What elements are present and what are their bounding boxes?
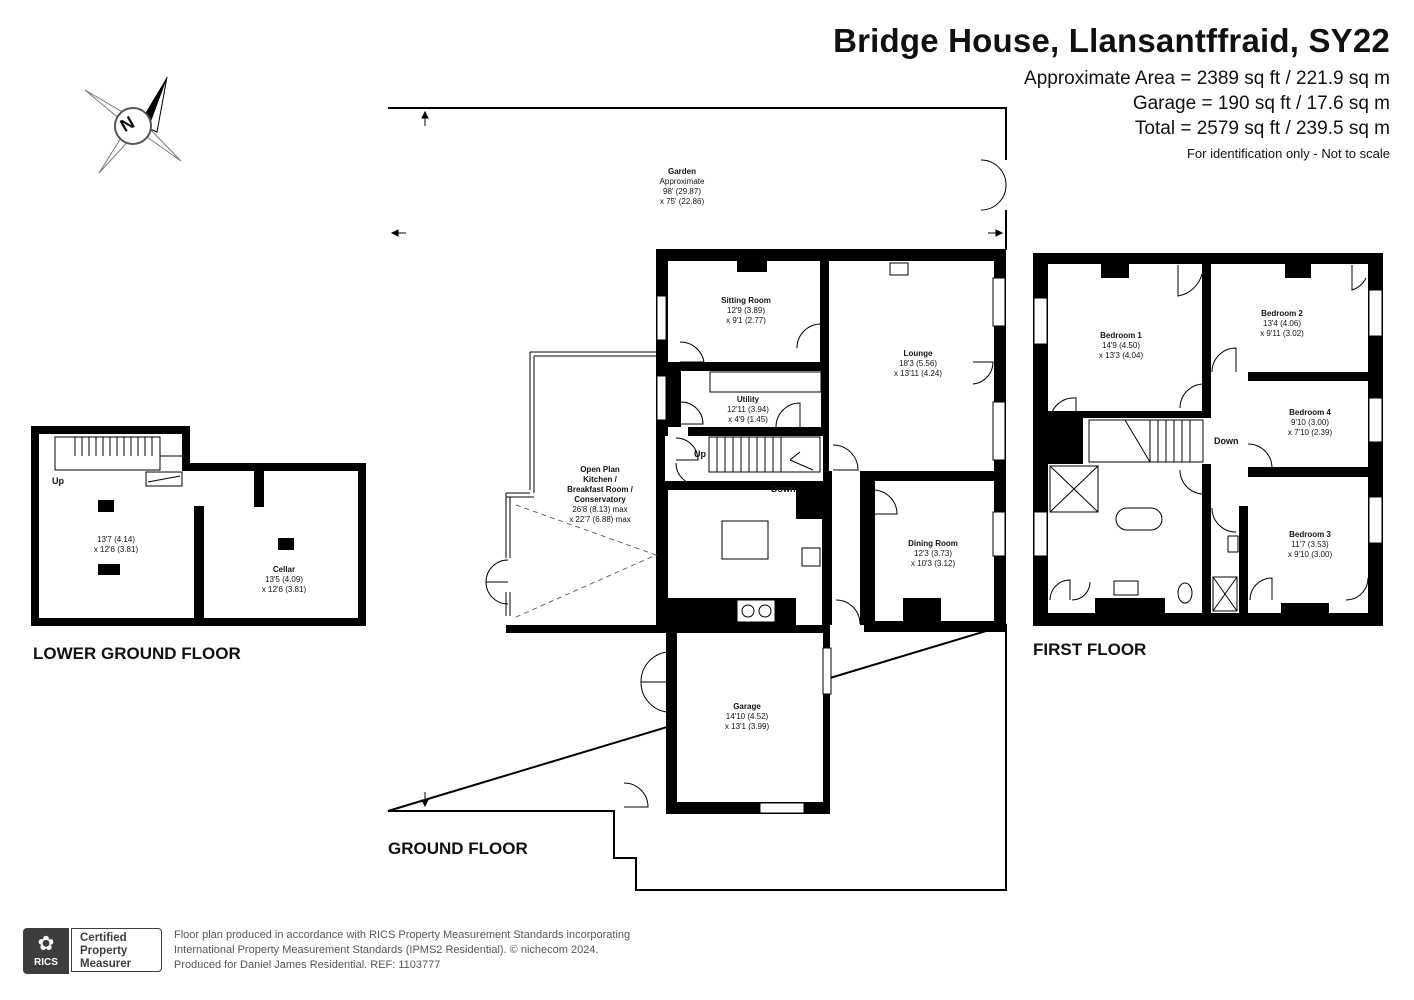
rics-certified-text: Certified Property Measurer xyxy=(71,928,162,972)
footer-line-1: Floor plan produced in accordance with R… xyxy=(174,929,631,941)
rics-crest-icon: ✿ xyxy=(37,933,55,955)
first-floor-plan xyxy=(1033,253,1383,626)
garage-area: Garage = 190 sq ft / 17.6 sq m xyxy=(1132,93,1390,114)
ground-floor-plan xyxy=(485,249,1006,814)
lower-ground-floor-label: LOWER GROUND FLOOR xyxy=(33,644,241,663)
bedroom-3-label: Bedroom 3 11'7 (3.53) x 9'10 (3.00) xyxy=(1287,530,1333,559)
rics-logo: ✿ RICS xyxy=(23,928,69,974)
rics-badge: ✿ RICS Certified Property Measurer xyxy=(23,928,164,974)
lower-ground-floor-plan xyxy=(31,426,366,626)
bedroom-4-label: Bedroom 4 9'10 (3.00) x 7'10 (2.39) xyxy=(1287,408,1333,437)
bedroom-2-label: Bedroom 2 13'4 (4.06) x 9'11 (3.02) xyxy=(1260,309,1304,338)
garden-label: Garden Approximate 98' (29.87) x 75' (22… xyxy=(659,167,705,206)
kitchen-label: Open Plan Kitchen / Breakfast Room / Con… xyxy=(567,465,633,524)
scale-note: For identification only - Not to scale xyxy=(1186,146,1390,161)
ground-down-label: Down xyxy=(771,484,796,494)
footer-line-3: Produced for Daniel James Residential. R… xyxy=(174,959,441,971)
garden-outline xyxy=(387,107,1007,891)
cellar-label: Cellar 13'5 (4.09) x 12'6 (3.81) xyxy=(261,565,307,594)
total-area: Total = 2579 sq ft / 239.5 sq m xyxy=(1134,118,1390,139)
footer-line-2: International Property Measurement Stand… xyxy=(174,944,599,956)
approximate-area: Approximate Area = 2389 sq ft / 221.9 sq… xyxy=(1024,68,1390,89)
lounge-label: Lounge 18'3 (5.56) x 13'11 (4.24) xyxy=(893,349,943,378)
garage-label: Garage 14'10 (4.52) x 13'1 (3.99) xyxy=(724,702,770,731)
dining-room-label: Dining Room 12'3 (3.73) x 10'3 (3.12) xyxy=(908,539,958,568)
lower-ground-up-label: Up xyxy=(52,476,64,486)
property-title: Bridge House, Llansantffraid, SY22 xyxy=(833,22,1390,59)
first-floor-down-label: Down xyxy=(1214,436,1239,446)
ground-floor-label: GROUND FLOOR xyxy=(388,839,528,858)
bedroom-1-label: Bedroom 1 14'9 (4.50) x 13'3 (4.04) xyxy=(1098,331,1144,360)
utility-label: Utility 12'11 (3.94) x 4'9 (1.45) xyxy=(727,395,769,424)
sitting-room-label: Sitting Room 12'9 (3.89) x 9'1 (2.77) xyxy=(721,296,771,325)
ground-up-label: Up xyxy=(694,449,706,459)
garden-dimension-arrows xyxy=(390,110,1004,808)
lower-ground-room-label: 13'7 (4.14) x 12'6 (3.81) xyxy=(93,535,139,554)
footer-text: Floor plan produced in accordance with R… xyxy=(174,928,630,973)
north-arrow-icon xyxy=(84,76,182,174)
first-floor-label: FIRST FLOOR xyxy=(1033,640,1147,659)
